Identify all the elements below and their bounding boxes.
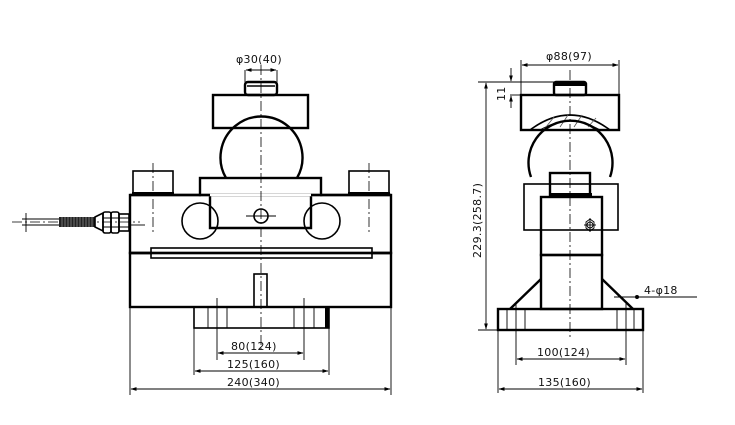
dim-overall-height: 229.3(258.7) (471, 183, 484, 258)
dim-base-plate-width: 125(160) (227, 358, 280, 371)
side-load-ball (527, 119, 614, 178)
top-plate (211, 93, 310, 130)
center-block (208, 195, 313, 230)
dim-side-base-hole-spacing: 100(124) (537, 346, 590, 359)
hex-nut-icon (584, 218, 596, 232)
side-view: φ88(97) 11 229.3(258.7) 4-φ18 100(124) 1… (471, 50, 697, 393)
upper-body (128, 193, 393, 255)
side-base-plate (496, 307, 645, 332)
side-lower-column (539, 253, 604, 311)
dim-mounting-holes: 4-φ18 (644, 284, 678, 297)
base-plate (193, 306, 330, 329)
dim-overall-width: 240(340) (227, 376, 280, 389)
load-ball (219, 115, 304, 179)
dim-side-base-plate-width: 135(160) (538, 376, 591, 389)
cable (12, 211, 140, 234)
front-view: φ30(40) 80(124) 125(160) 240(340) (12, 53, 393, 395)
top-button (243, 80, 279, 97)
lower-body (128, 251, 393, 309)
dim-top-button-diameter: φ30(40) (236, 53, 282, 66)
dim-top-plate-diameter: φ88(97) (546, 50, 592, 63)
dim-button-height: 11 (495, 86, 508, 101)
dim-base-hole-spacing: 80(124) (231, 340, 277, 353)
